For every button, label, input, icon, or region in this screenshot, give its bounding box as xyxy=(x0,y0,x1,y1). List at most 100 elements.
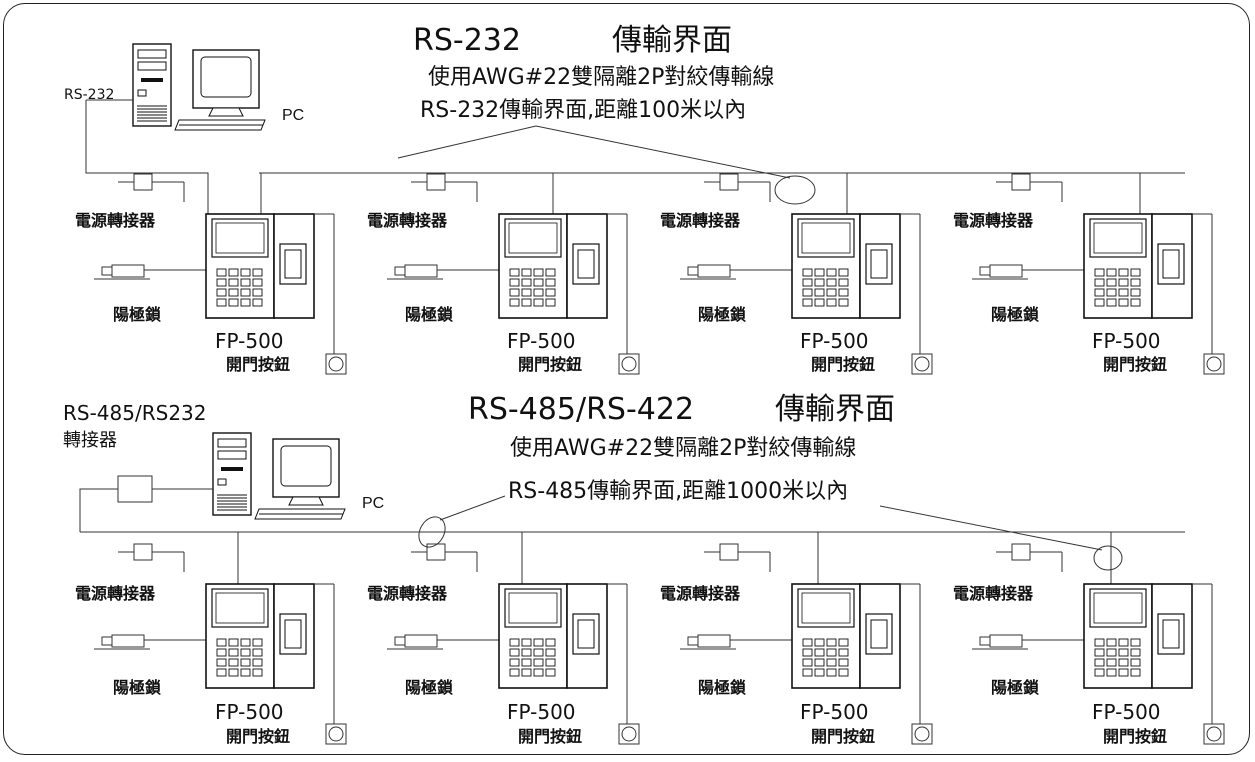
keypad-key xyxy=(1094,668,1105,677)
keypad-key xyxy=(252,278,263,287)
power-adapter-label: 電源轉接器 xyxy=(953,584,1034,603)
exit-button-circle xyxy=(621,726,637,742)
keypad-key xyxy=(252,268,263,277)
rs232-cable-note: 使用AWG#22雙隔離2P對絞傳輸線 xyxy=(428,65,775,90)
keypad-key xyxy=(240,668,251,677)
keypad-key xyxy=(1130,648,1141,657)
keypad-key xyxy=(1094,278,1105,287)
fingerprint-window xyxy=(577,249,595,279)
pc-button xyxy=(217,478,227,486)
keypad-key xyxy=(1094,658,1105,667)
keypad-key xyxy=(216,648,227,657)
power-adapter-box xyxy=(1011,543,1031,561)
electric-lock-body xyxy=(697,264,731,278)
model-label: FP-500 xyxy=(800,700,869,724)
keypad-key xyxy=(1118,658,1129,667)
keypad-key xyxy=(240,648,251,657)
fingerprint-sensor xyxy=(279,243,307,285)
electric-lock-body xyxy=(404,264,438,278)
keypad-key xyxy=(533,288,544,297)
electric-lock-body xyxy=(404,634,438,648)
keypad-key xyxy=(545,648,556,657)
keypad-key xyxy=(509,298,520,307)
converter-label: RS-485/RS232 xyxy=(63,401,207,425)
keypad-key xyxy=(802,658,813,667)
keypad-key xyxy=(216,268,227,277)
exit-button-label: 開門按鈕 xyxy=(811,727,876,746)
monitor-stand xyxy=(208,107,244,117)
keypad-key xyxy=(1118,668,1129,677)
exit-button-label: 開門按鈕 xyxy=(1103,355,1168,374)
fingerprint-sensor xyxy=(1157,243,1185,285)
rs232-line xyxy=(85,100,209,214)
rs485-cable-note: 使用AWG#22雙隔離2P對絞傳輸線 xyxy=(510,436,857,461)
converter-wire xyxy=(79,488,118,532)
monitor-screen xyxy=(280,445,332,487)
exit-button-circle xyxy=(1206,726,1222,742)
power-adapter-label: 電源轉接器 xyxy=(660,584,741,603)
rs485-title: RS-485/RS-422 xyxy=(468,392,695,427)
power-adapter-box xyxy=(426,543,446,561)
keypad-key xyxy=(1130,288,1141,297)
fingerprint-window xyxy=(284,619,302,649)
keypad-key xyxy=(1118,648,1129,657)
keypad-key xyxy=(826,268,837,277)
model-label: FP-500 xyxy=(1092,329,1161,353)
keypad-key xyxy=(1094,638,1105,647)
keypad-key xyxy=(826,668,837,677)
keypad-key xyxy=(521,278,532,287)
exit-button-circle xyxy=(914,726,930,742)
keypad-key xyxy=(216,638,227,647)
keypad-key xyxy=(533,648,544,657)
keypad-key xyxy=(533,278,544,287)
keypad-key xyxy=(521,298,532,307)
cable-callout-ellipse xyxy=(1093,545,1123,571)
keypad-key xyxy=(802,278,813,287)
exit-button-label: 開門按鈕 xyxy=(226,355,291,374)
model-label: FP-500 xyxy=(215,700,284,724)
keypad-key xyxy=(1094,648,1105,657)
power-adapter-label: 電源轉接器 xyxy=(953,211,1034,230)
keypad-key xyxy=(228,268,239,277)
keypad-key xyxy=(838,648,849,657)
keypad-key xyxy=(1106,268,1117,277)
model-label: FP-500 xyxy=(1092,700,1161,724)
exit-button-label: 開門按鈕 xyxy=(1103,727,1168,746)
rs485-title-suffix: 傳輸界面 xyxy=(775,392,895,427)
keypad-key xyxy=(228,298,239,307)
electric-lock-body xyxy=(111,264,145,278)
keypad-key xyxy=(509,668,520,677)
keypad-key xyxy=(533,268,544,277)
pc-drive-bay xyxy=(217,450,247,460)
electric-lock-label: 陽極鎖 xyxy=(698,678,747,697)
power-adapter-label: 電源轉接器 xyxy=(75,211,156,230)
device-screen-inner xyxy=(801,592,851,624)
keypad-key xyxy=(216,668,227,677)
power-adapter-label: 電源轉接器 xyxy=(367,211,448,230)
power-adapter-box xyxy=(719,173,739,191)
keypad-key xyxy=(216,278,227,287)
keypad-key xyxy=(1130,278,1141,287)
exit-button-circle xyxy=(914,356,930,372)
electric-lock-bolt xyxy=(979,266,991,276)
keypad-key xyxy=(509,638,520,647)
power-adapter-box xyxy=(426,173,446,191)
keypad-key xyxy=(802,288,813,297)
fingerprint-sensor xyxy=(865,243,893,285)
electric-lock-bolt xyxy=(101,636,113,646)
device-screen xyxy=(504,218,562,258)
keypad-key xyxy=(228,668,239,677)
keypad-key xyxy=(240,268,251,277)
keypad-key xyxy=(216,298,227,307)
electric-lock-bolt xyxy=(101,266,113,276)
device-screen xyxy=(504,588,562,628)
fingerprint-sensor xyxy=(279,613,307,655)
electric-lock-bolt xyxy=(687,636,699,646)
keypad-key xyxy=(814,268,825,277)
electric-lock-body xyxy=(697,634,731,648)
keypad-key xyxy=(252,638,263,647)
monitor-screen xyxy=(200,56,252,98)
keypad-key xyxy=(826,288,837,297)
keypad-key xyxy=(1094,268,1105,277)
pc-rs232 xyxy=(132,43,266,131)
